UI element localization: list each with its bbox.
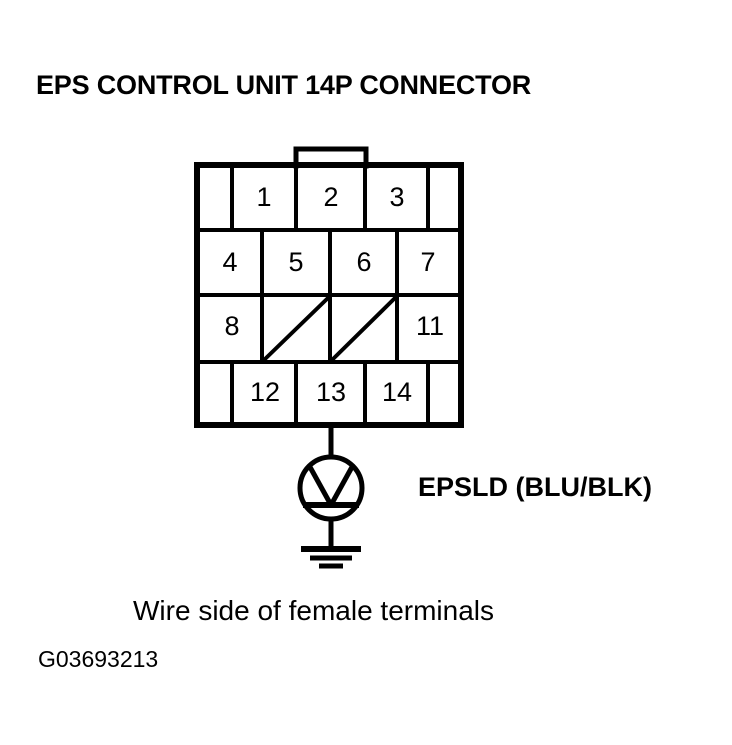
terminal-number-2: 2 — [323, 182, 339, 212]
terminal-number-4: 4 — [222, 247, 238, 277]
signal-label-epsld: EPSLD (BLU/BLK) — [418, 472, 652, 502]
locking-tab-notch — [293, 146, 369, 169]
page-title: EPS CONTROL UNIT 14P CONNECTOR — [36, 70, 532, 100]
terminal-number-8: 8 — [224, 311, 240, 341]
terminal-number-7: 7 — [420, 247, 436, 277]
terminal-number-6: 6 — [356, 247, 372, 277]
figure-id: G03693213 — [38, 646, 159, 672]
row2-dividers — [260, 230, 399, 295]
row4-dividers — [230, 362, 430, 425]
terminal-number-12: 12 — [249, 377, 281, 407]
terminal-number-1: 1 — [256, 182, 272, 212]
unused-terminal-slashes — [262, 295, 398, 362]
row3-dividers — [260, 295, 399, 362]
unused-slash-10 — [330, 295, 398, 362]
terminal-number-11: 11 — [415, 311, 445, 341]
row1-dividers — [230, 165, 430, 230]
terminal-number-5: 5 — [288, 247, 304, 277]
terminal-number-14: 14 — [381, 377, 413, 407]
terminal-number-13: 13 — [315, 377, 347, 407]
chassis-ground-symbol — [301, 546, 361, 569]
terminal-number-3: 3 — [389, 182, 405, 212]
figure-caption: Wire side of female terminals — [133, 595, 495, 626]
unused-slash-9 — [262, 295, 331, 362]
test-lamp-symbol — [297, 454, 365, 522]
